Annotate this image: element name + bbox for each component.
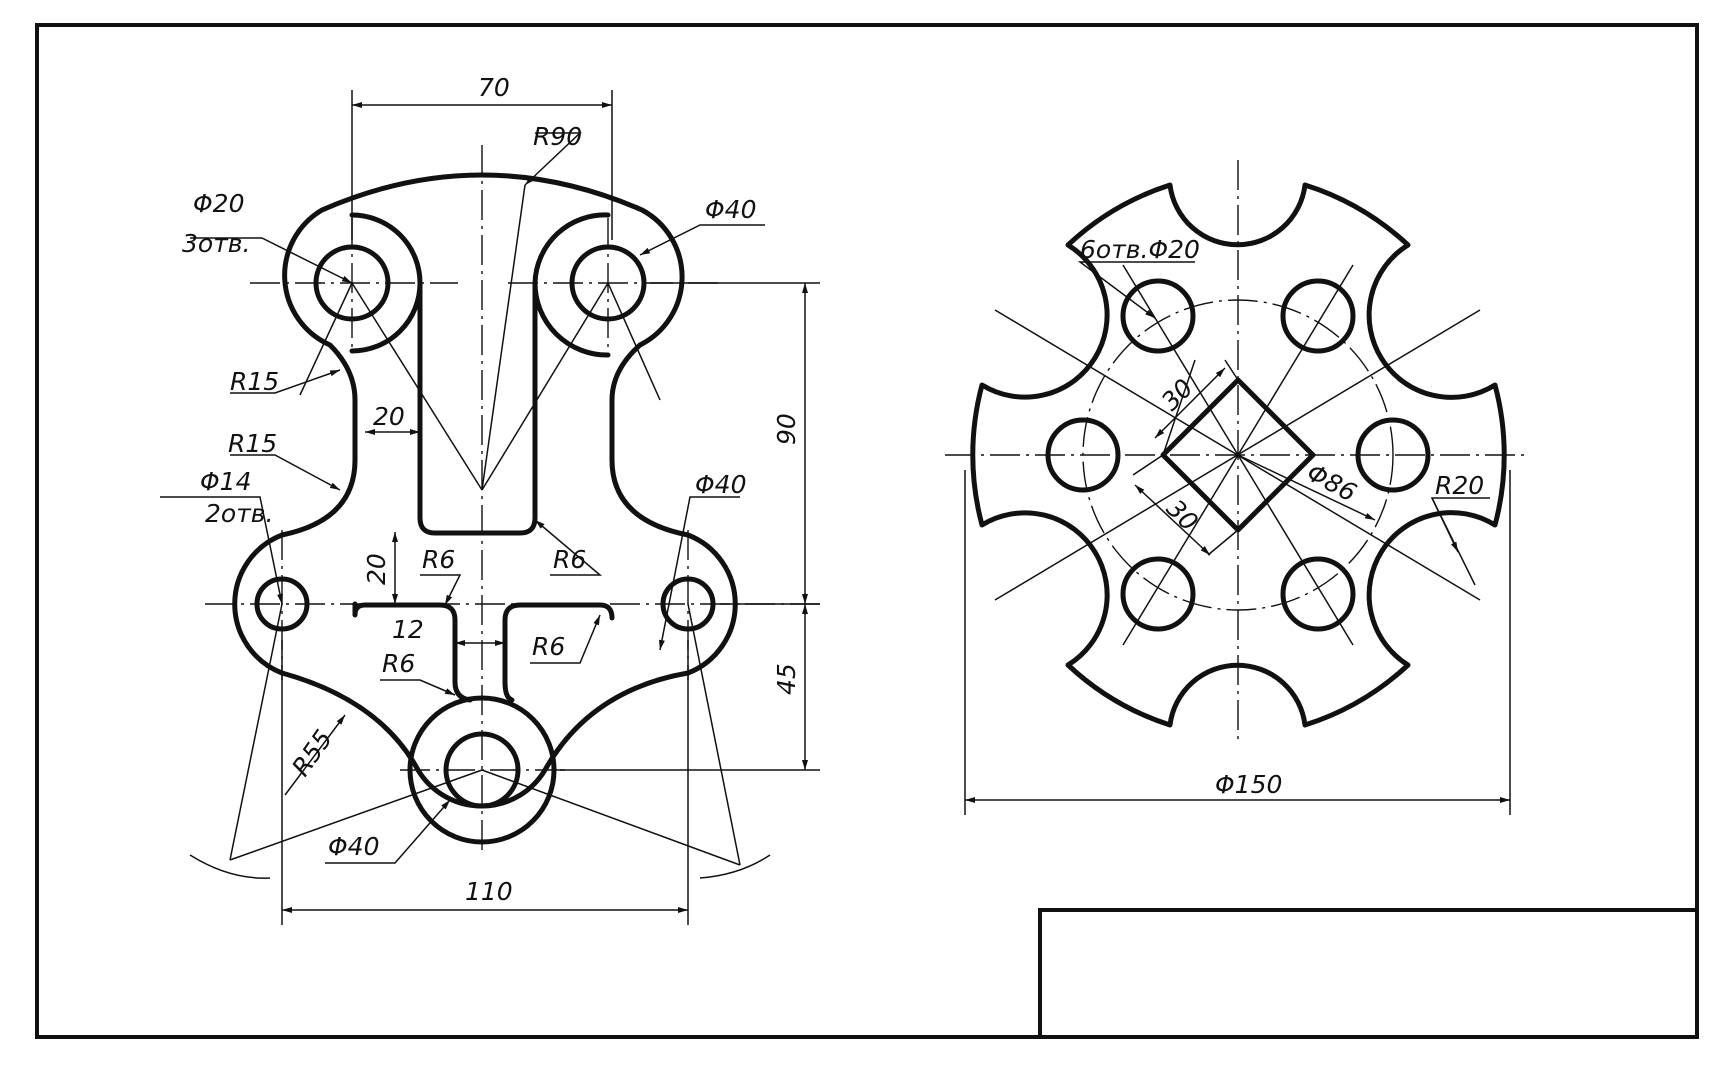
- upper-boss-right: [532, 280, 611, 358]
- drawing-frame: [35, 23, 1699, 1039]
- hole-top-left: [313, 244, 391, 322]
- dim-square-b: 30: [1161, 494, 1204, 537]
- construction-lines: [189, 184, 771, 879]
- flange-hole-5: [1120, 556, 1196, 632]
- dim-hole-side-count: 2отв.: [205, 499, 273, 528]
- central-slot: [349, 212, 611, 536]
- dim-outer-diameter: Φ150: [1215, 770, 1282, 799]
- dim-step-height: 20: [362, 553, 391, 585]
- dim-boss-side: Φ40: [695, 470, 747, 499]
- dim-boss-top: Φ40: [705, 195, 757, 224]
- hole-side-left: [254, 576, 310, 632]
- hole-side-right: [660, 576, 716, 632]
- flange-hole-2: [1280, 278, 1356, 354]
- title-block: [1038, 908, 1699, 1039]
- boss-bottom: [407, 695, 557, 845]
- dim-fillet-d: R6: [553, 545, 586, 574]
- dim-boss-bottom: Φ40: [328, 832, 380, 861]
- hole-top-right: [569, 244, 647, 322]
- flange-hole-1: [1120, 278, 1196, 354]
- dim-height-upper: 90: [772, 413, 801, 445]
- dim-flange-holes: 6отв.Φ20: [1080, 235, 1200, 264]
- flange-hole-6: [1280, 556, 1356, 632]
- left-view-outer-contour: [232, 172, 738, 809]
- right-view-center-lines: [945, 160, 1530, 740]
- dim-hole-top-count: 3отв.: [182, 229, 250, 258]
- lower-step-slot: [352, 601, 615, 703]
- hole-bottom: [443, 731, 521, 809]
- dim-notch-radius: R20: [1435, 471, 1484, 500]
- dim-arc-lower: R55: [286, 725, 338, 782]
- dim-width-top: 70: [478, 73, 510, 102]
- flange-hole-3: [1045, 417, 1121, 493]
- dim-neck-width: 12: [392, 615, 424, 644]
- left-view: 70 R90 Φ20 3отв. Φ40 R15 R15 20 Φ14 2отв…: [160, 73, 820, 925]
- dim-height-lower: 45: [772, 663, 801, 695]
- dim-fillet-f: R6: [382, 649, 415, 678]
- dim-fillet-e: R6: [532, 632, 565, 661]
- dim-fillet-a: R15: [230, 367, 279, 396]
- dim-width-bottom: 110: [465, 877, 513, 906]
- dim-fillet-c: R6: [422, 545, 455, 574]
- dim-slot-width: 20: [373, 402, 405, 431]
- upper-boss-left: [349, 280, 423, 354]
- dimension-lines: [160, 102, 808, 913]
- pitch-circle: [1082, 299, 1394, 611]
- dim-hole-side: Φ14: [200, 467, 252, 496]
- extension-lines: [281, 90, 820, 925]
- right-view: 6отв.Φ20 30 30 Φ86 R20 Φ150: [945, 160, 1530, 815]
- right-dimension-lines: [965, 261, 1510, 803]
- flange-hole-4: [1355, 417, 1431, 493]
- dim-fillet-b: R15: [228, 429, 277, 458]
- dim-radius-arc: R90: [533, 122, 582, 151]
- dim-hole-top: Φ20: [193, 189, 245, 218]
